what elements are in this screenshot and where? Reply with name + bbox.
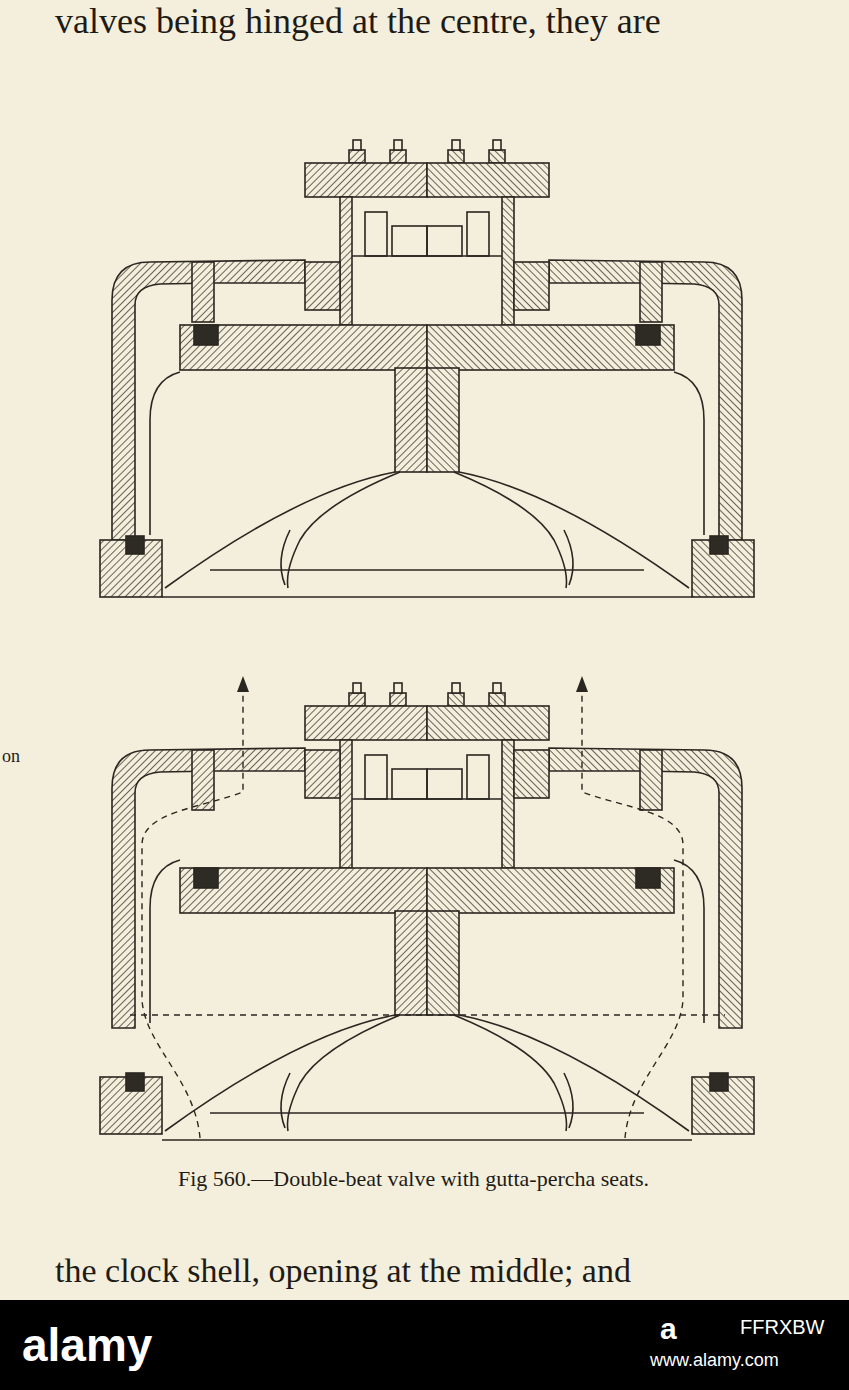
watermark: alamy (22, 1318, 152, 1372)
text-fragment: on (2, 746, 20, 767)
watermark: www.alamy.com (650, 1350, 779, 1371)
figure-caption: Fig 560.—Double-beat valve with gutta-pe… (178, 1166, 649, 1192)
watermark: FFRXBW (740, 1316, 824, 1339)
body-text: the clock shell, opening at the middle; … (55, 1252, 631, 1290)
body-text: valves being hinged at the centre, they … (55, 0, 661, 42)
watermark: a (660, 1312, 677, 1346)
